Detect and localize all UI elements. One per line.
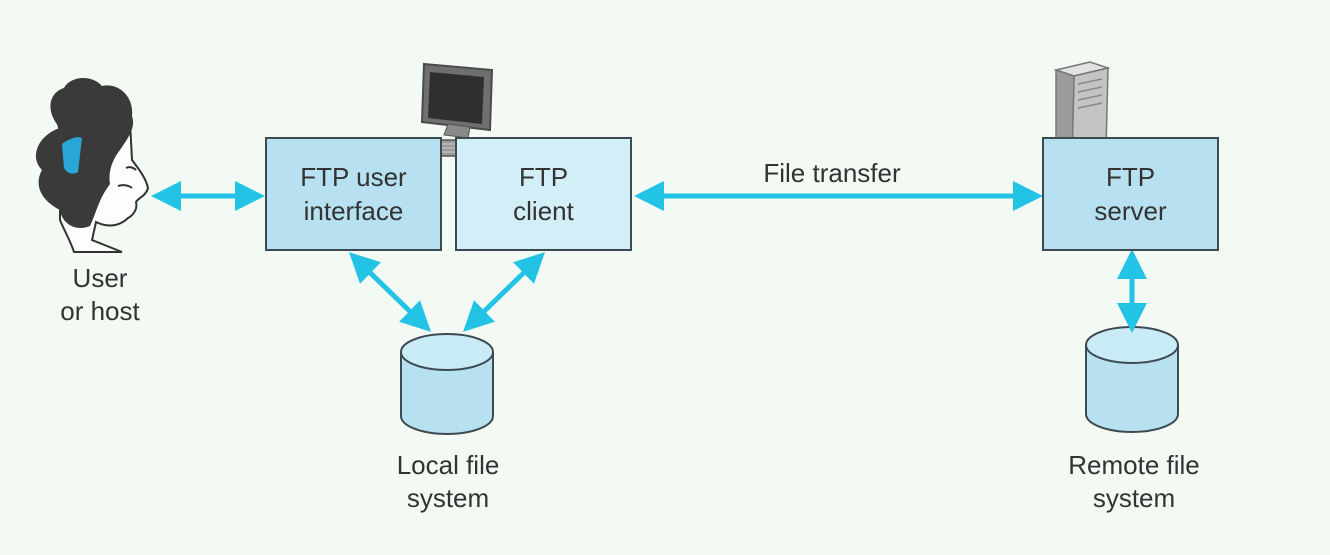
user-icon <box>35 77 150 253</box>
remote-file-system-label: Remote file system <box>1044 449 1224 515</box>
ftp-client-line1: FTP <box>518 162 569 192</box>
user-label: User or host <box>40 262 160 328</box>
file-transfer-text: File transfer <box>763 158 901 188</box>
file-transfer-label: File transfer <box>712 157 952 190</box>
local-fs-line2: system <box>406 483 490 513</box>
user-label-line1: User <box>72 263 128 293</box>
ftp-client-box: FTP client <box>455 137 632 251</box>
user-label-line2: or host <box>60 296 140 326</box>
ftp-user-interface-line2: interface <box>303 196 404 226</box>
ftp-client-line2: client <box>513 196 574 226</box>
remote-file-system-database-icon <box>1085 326 1179 433</box>
remote-fs-line2: system <box>1092 483 1176 513</box>
remote-fs-line1: Remote file <box>1068 450 1200 480</box>
ftp-server-box: FTP server <box>1042 137 1219 251</box>
local-file-system-label: Local file system <box>360 449 536 515</box>
client-to-local-fs-arrow <box>462 252 546 332</box>
ftp-server-line2: server <box>1094 196 1167 226</box>
ftp-server-line1: FTP <box>1105 162 1156 192</box>
ftp-user-interface-box: FTP user interface <box>265 137 442 251</box>
interface-to-local-fs-arrow <box>348 252 432 332</box>
local-fs-line1: Local file <box>396 450 500 480</box>
local-file-system-database-icon <box>400 333 494 435</box>
ftp-user-interface-line1: FTP user <box>300 162 407 192</box>
